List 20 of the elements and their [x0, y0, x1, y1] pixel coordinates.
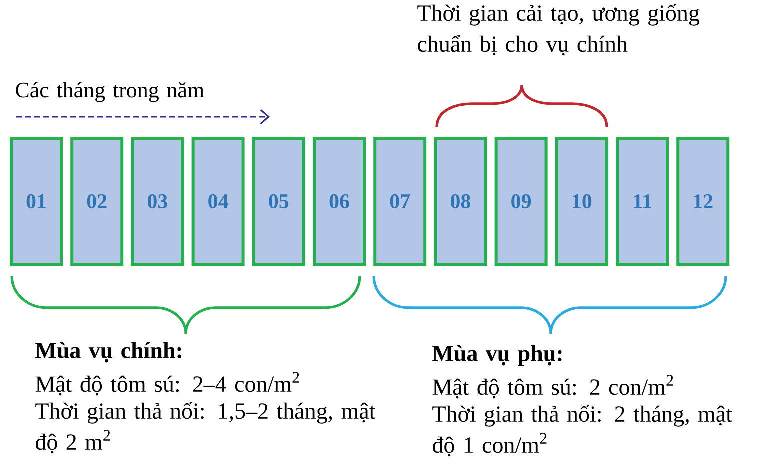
month-box: 04 — [192, 137, 245, 266]
month-box: 05 — [252, 137, 306, 266]
month-box: 11 — [616, 137, 669, 266]
month-box: 03 — [131, 137, 184, 266]
month-box: 06 — [313, 137, 366, 266]
density-text: Mật độ tôm sú: 2–4 con/m$^{2}$ — [36, 372, 300, 396]
month-box: 02 — [70, 137, 124, 266]
density-text: Mật độ tôm sú: 2 con/m$^{2}$ — [432, 375, 674, 399]
month-box: 07 — [374, 137, 427, 266]
annotation-text: Thời gian cải tạo, ương giống chuẩn bị cho vụ chính — [418, 4, 700, 56]
stocking-text: Thời gian thả nối: 2 tháng, mật độ 1 con/m$^{2}$ — [432, 405, 732, 457]
month-box: 10 — [555, 137, 608, 266]
annotation-text: Các tháng trong năm — [16, 82, 204, 102]
month-box: 08 — [434, 137, 488, 266]
season-heading: Mùa vụ phụ: — [432, 345, 562, 366]
stocking-text: Thời gian thả nối: 1,5–2 tháng, mật độ 2 m$^{2}$ — [36, 402, 376, 454]
month-box: 09 — [494, 137, 548, 266]
month-box: 01 — [10, 137, 63, 266]
season-heading: Mùa vụ chính: — [36, 342, 182, 363]
month-box: 12 — [676, 137, 730, 266]
